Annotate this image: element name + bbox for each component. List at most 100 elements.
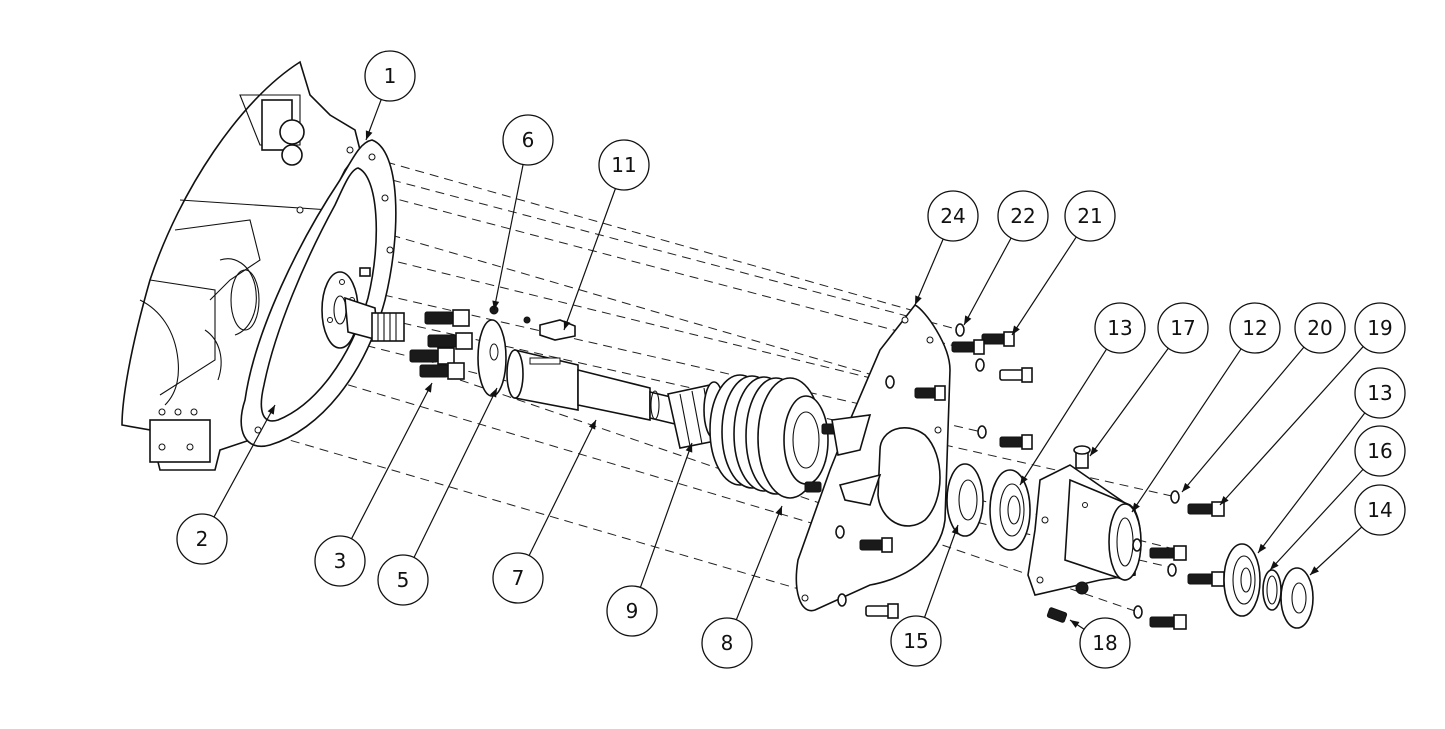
callout-number: 20: [1307, 316, 1332, 340]
callout-number: 5: [397, 568, 410, 592]
callout-leader-line: [963, 237, 1012, 326]
callout-arrowhead: [1182, 482, 1191, 492]
callout-circle: [890, 615, 942, 667]
callout-number: 12: [1242, 316, 1267, 340]
callout-leader-line: [1257, 412, 1366, 554]
callout-c21: 21: [1011, 190, 1116, 336]
callout-arrowhead: [685, 443, 693, 453]
callout-circle: [1079, 617, 1131, 669]
callout-number: 14: [1367, 498, 1392, 522]
callout-c15: 15: [890, 524, 959, 667]
callout-arrowhead: [1220, 495, 1229, 505]
callout-leader-line: [639, 442, 693, 588]
callout-arrowhead: [775, 506, 782, 516]
callout-leader-line: [350, 382, 433, 540]
callout-number: 7: [512, 566, 525, 590]
callout-c17: 17: [1089, 302, 1209, 457]
part-6-ball: [489, 305, 531, 324]
callout-leader-line: [1131, 348, 1242, 513]
callout-number: 11: [611, 153, 636, 177]
callout-circle: [502, 114, 554, 166]
callout-number: 16: [1367, 439, 1392, 463]
callout-leader-line: [1011, 236, 1077, 336]
part-14-end-washer: [1280, 567, 1314, 629]
callout-arrowhead: [1020, 475, 1028, 485]
callout-circle: [1354, 425, 1406, 477]
callout-circle: [1229, 302, 1281, 354]
callout-arrowhead: [424, 383, 432, 393]
callout-leader-line: [923, 524, 959, 618]
callout-circle: [997, 190, 1049, 242]
callout-number: 1: [384, 64, 397, 88]
callout-leader-line: [1181, 346, 1305, 493]
part-3-bolts: [409, 309, 473, 380]
part-19-20-housing-fasteners: [1132, 490, 1225, 630]
callout-number: 13: [1107, 316, 1132, 340]
callout-number: 8: [721, 631, 734, 655]
callout-circle: [1354, 302, 1406, 354]
callout-arrowhead: [915, 295, 922, 305]
part-17-grease-nipple: [1073, 445, 1091, 469]
callout-c13b: 13: [1257, 367, 1406, 554]
callout-circle: [377, 554, 429, 606]
callout-number: 3: [334, 549, 347, 573]
callout-arrowhead: [588, 420, 596, 430]
callout-number: 13: [1367, 381, 1392, 405]
callout-c3: 3: [314, 382, 433, 587]
callout-leader-line: [1309, 526, 1363, 576]
callout-number: 24: [940, 204, 965, 228]
callout-c1: 1: [364, 50, 416, 141]
callout-arrowhead: [964, 315, 972, 325]
callout-arrowhead: [1012, 325, 1020, 335]
callout-arrowhead: [1090, 446, 1099, 456]
callout-circle: [314, 535, 366, 587]
part-2-coupling-hub: [321, 267, 405, 349]
callout-arrowhead: [489, 388, 497, 398]
part-15-seal: [946, 463, 984, 537]
callout-arrowhead: [951, 525, 959, 535]
part-16-circlip: [1262, 569, 1282, 611]
callout-leader-line: [1019, 348, 1108, 486]
callout-number: 17: [1170, 316, 1195, 340]
callout-number: 22: [1010, 204, 1035, 228]
callout-arrowhead: [267, 405, 275, 415]
callout-leader-line: [213, 404, 276, 518]
callout-leader-line: [493, 164, 524, 311]
callout-arrowhead: [492, 300, 500, 310]
callout-c22: 22: [963, 190, 1049, 326]
callout-circle: [492, 552, 544, 604]
callout-circle: [701, 617, 753, 669]
callout-c24: 24: [914, 190, 979, 306]
part-12-bearing-housing: [1027, 464, 1142, 596]
callout-circle: [598, 139, 650, 191]
callout-arrowhead: [563, 320, 571, 330]
part-5-thrust-washer: [477, 319, 507, 397]
part-24-motor-plate: [795, 303, 951, 612]
callout-number: 15: [903, 629, 928, 653]
part-18-set-screw: [1046, 607, 1068, 623]
callout-circle: [1294, 302, 1346, 354]
part-21-22-plate-fasteners: [835, 323, 1033, 619]
callout-arrowhead: [1070, 620, 1080, 628]
callout-arrowhead: [1270, 561, 1279, 570]
callout-circle: [606, 585, 658, 637]
callout-leader-line: [1089, 347, 1169, 457]
callout-leader-line: [735, 505, 783, 621]
callout-circle: [1354, 484, 1406, 536]
callout-circle: [1094, 302, 1146, 354]
callout-number: 2: [196, 527, 209, 551]
callout-c5: 5: [377, 387, 498, 606]
callout-leader-line: [528, 419, 597, 556]
callout-number: 6: [522, 128, 535, 152]
part-1-mounting-ring: [240, 139, 397, 448]
callout-arrowhead: [1310, 566, 1319, 575]
callout-c20: 20: [1181, 302, 1346, 493]
callout-number: 19: [1367, 316, 1392, 340]
callout-c16: 16: [1269, 425, 1406, 571]
callout-number: 18: [1092, 631, 1117, 655]
callout-c11: 11: [563, 139, 650, 331]
part-7-drive-shaft: [506, 348, 676, 426]
callout-c18: 18: [1069, 617, 1131, 669]
